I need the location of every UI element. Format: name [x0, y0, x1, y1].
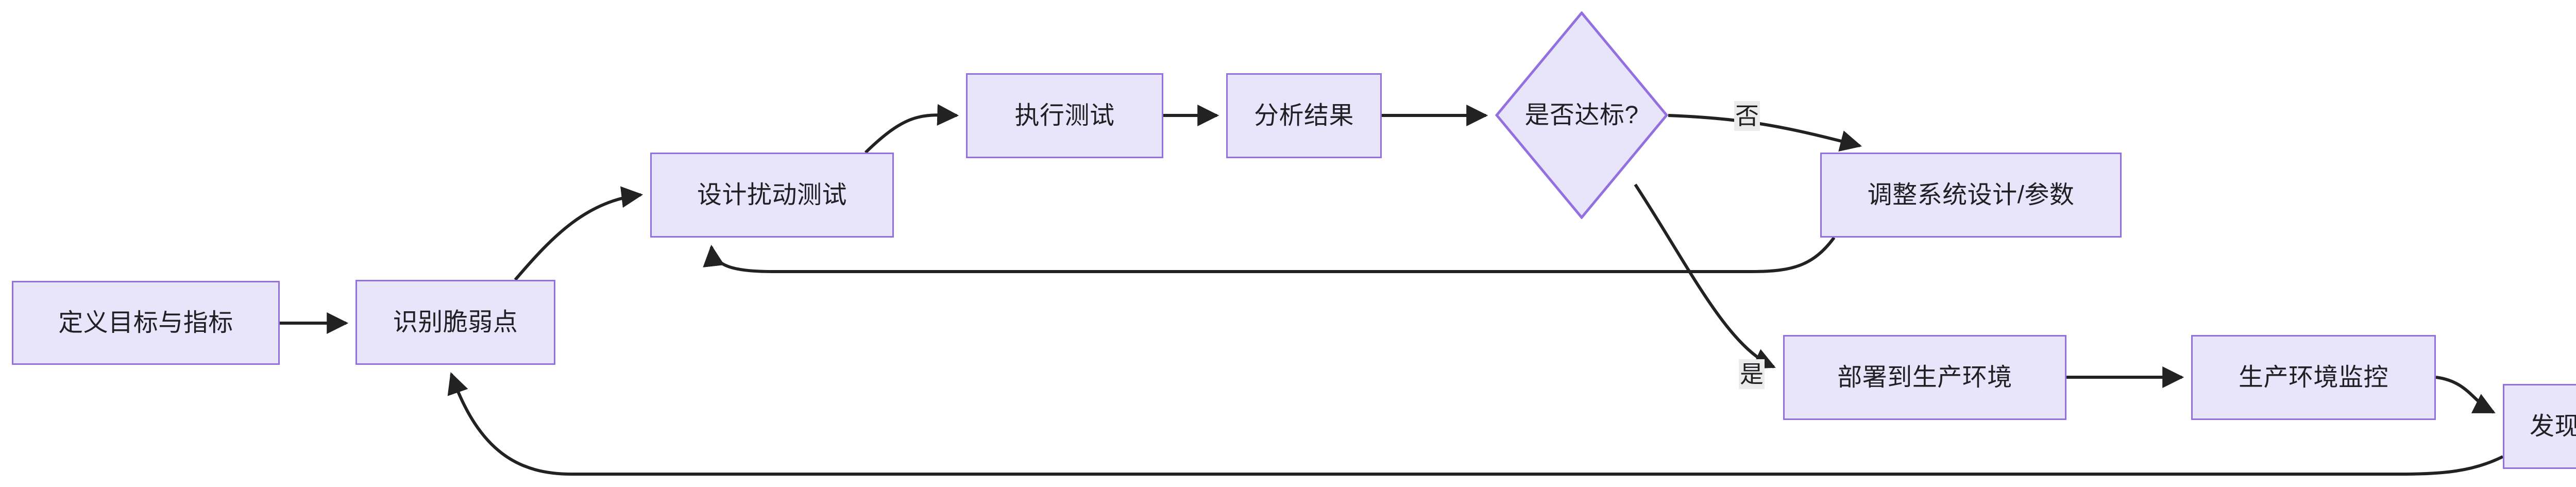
edge-label-yes: 是 — [1739, 359, 1765, 389]
edge-identify-to-design — [514, 186, 643, 281]
node-decision-meets-target[interactable]: 是否达标? — [1495, 11, 1668, 219]
node-label: 设计扰动测试 — [697, 181, 847, 209]
node-define-goals[interactable]: 定义目标与指标 — [12, 281, 280, 365]
node-label: 部署到生产环境 — [1837, 363, 2012, 391]
node-execute-test[interactable]: 执行测试 — [966, 73, 1163, 158]
node-label: 执行测试 — [1014, 102, 1115, 129]
edge-label-no: 否 — [1734, 101, 1760, 131]
node-label: 发现新脆弱点 — [2529, 412, 2576, 440]
node-label: 调整系统设计/参数 — [1867, 181, 2075, 209]
node-production-monitoring[interactable]: 生产环境监控 — [2191, 335, 2436, 420]
node-label: 定义目标与指标 — [58, 309, 233, 337]
node-design-perturbation-test[interactable]: 设计扰动测试 — [650, 153, 894, 238]
node-label: 识别脆弱点 — [393, 308, 518, 336]
node-deploy-to-production[interactable]: 部署到生产环境 — [1783, 335, 2066, 420]
edge-decision-no-to-adjust — [1668, 114, 1862, 152]
diamond-shape — [1495, 11, 1668, 219]
node-identify-weakpoints[interactable]: 识别脆弱点 — [355, 280, 555, 365]
node-label: 分析结果 — [1253, 102, 1354, 129]
node-label: 是否达标? — [1524, 101, 1639, 129]
node-adjust-system-design[interactable]: 调整系统设计/参数 — [1820, 153, 2122, 238]
node-analyze-results[interactable]: 分析结果 — [1226, 73, 1382, 158]
edge-monitor-to-newweak — [2435, 376, 2496, 414]
node-discover-new-weakpoints[interactable]: 发现新脆弱点 — [2503, 384, 2576, 469]
edge-design-to-execute — [864, 104, 959, 154]
edge-adjust-to-design-loop — [703, 237, 1836, 273]
node-label: 生产环境监控 — [2238, 363, 2388, 391]
